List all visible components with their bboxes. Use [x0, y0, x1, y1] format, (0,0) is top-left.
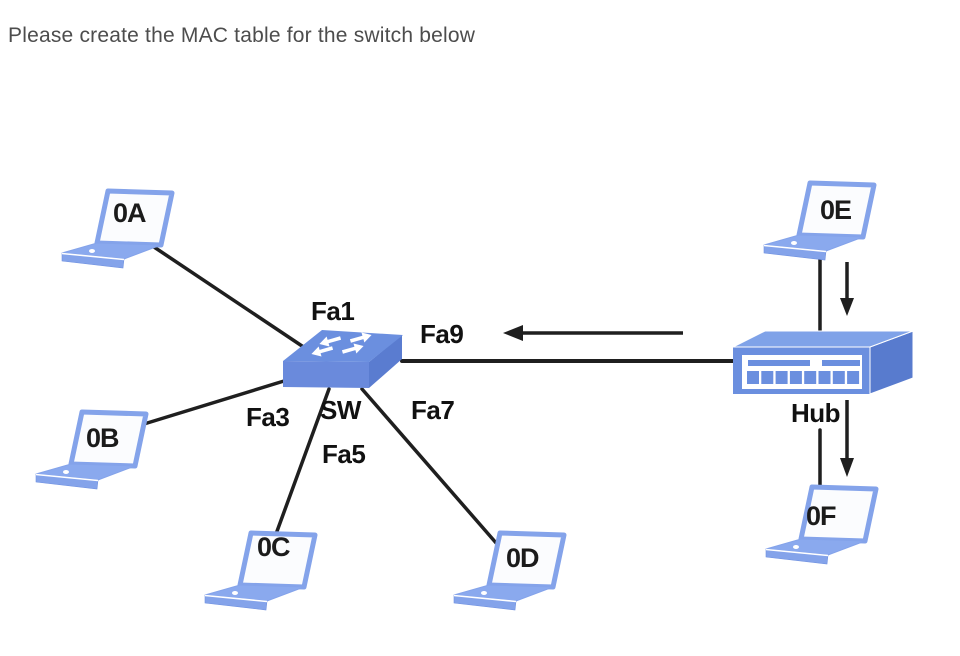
- label-port-fa5: Fa5: [322, 439, 366, 469]
- label-switch-name: SW: [320, 395, 361, 425]
- switch-arrows: [311, 332, 372, 357]
- link-switch-0d: [360, 387, 499, 546]
- hub-slot: [748, 360, 810, 366]
- hub-icon: [732, 330, 914, 395]
- label-port-fa9: Fa9: [420, 319, 464, 349]
- hub-top-face: [732, 330, 914, 348]
- laptop-icon: [764, 183, 874, 260]
- hub-ports: [747, 371, 860, 384]
- label-laptop-0a: 0A: [113, 198, 147, 228]
- page-title: Please create the MAC table for the swit…: [8, 24, 476, 47]
- label-port-fa3: Fa3: [246, 402, 290, 432]
- label-port-fa1: Fa1: [311, 296, 355, 326]
- link-switch-0c: [274, 387, 331, 536]
- hub-slot: [822, 360, 860, 366]
- label-laptop-0d: 0D: [506, 543, 540, 573]
- direction-arrow-icon: [840, 400, 854, 477]
- switch-front-face: [283, 361, 369, 388]
- label-laptop-0b: 0B: [86, 423, 120, 453]
- link-0b-switch: [142, 379, 286, 426]
- direction-arrows: [503, 262, 854, 477]
- label-laptop-0f: 0F: [806, 501, 836, 531]
- label-port-fa7: Fa7: [411, 395, 455, 425]
- switch-right-face: [369, 335, 402, 388]
- switch-icon: [283, 330, 403, 388]
- direction-arrow-icon: [503, 325, 683, 341]
- link-lines: [142, 245, 822, 546]
- label-laptop-0e: 0E: [820, 195, 852, 225]
- direction-arrow-icon: [840, 262, 854, 316]
- label-laptop-0c: 0C: [257, 532, 291, 562]
- link-0a-switch: [152, 245, 307, 350]
- label-hub-name: Hub: [791, 398, 841, 428]
